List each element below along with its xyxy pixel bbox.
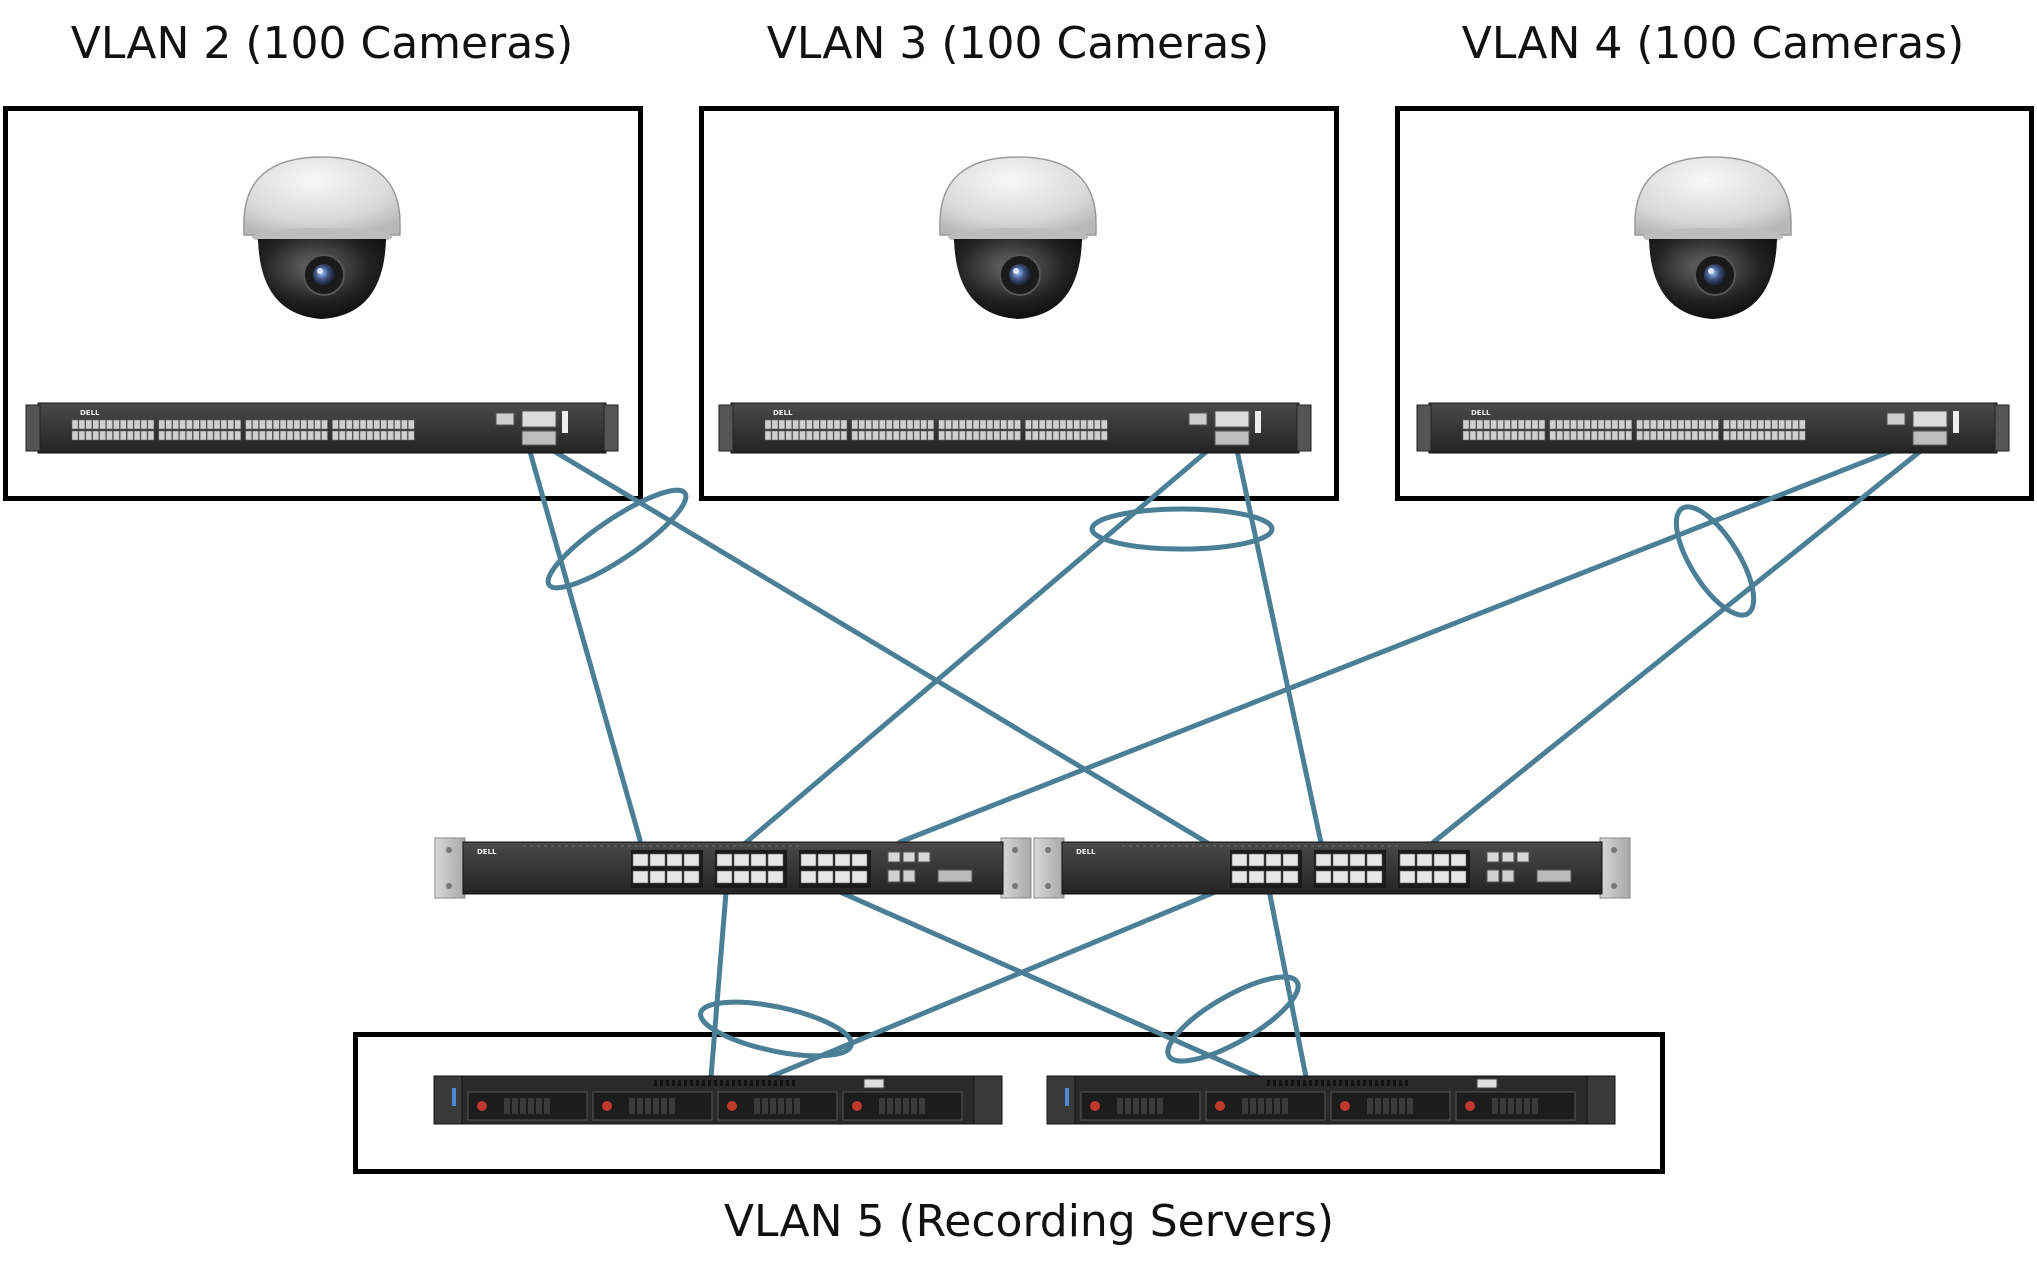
link-vlan2-core1: [524, 438, 643, 843]
link-vlan4-core1: [897, 438, 1920, 845]
vlan3-title: VLAN 3 (100 Cameras): [766, 18, 1270, 69]
vlan4-title: VLAN 4 (100 Cameras): [1461, 18, 1965, 69]
switch-vlan4: DELL: [1416, 402, 2010, 454]
core-switch-2: DELL: [1033, 837, 1631, 899]
link-vlan2-core2: [534, 438, 1224, 854]
camera-vlan3: [939, 156, 1097, 319]
dell-logo: DELL: [1076, 848, 1096, 856]
dell-logo: DELL: [1471, 409, 1491, 417]
lag-ring-server1: [698, 999, 854, 1059]
link-core1-server2: [810, 877, 1261, 1080]
switch-vlan2: DELL: [25, 402, 619, 454]
camera-vlan2: [243, 156, 401, 319]
lag-ring-vlan4: [1673, 504, 1757, 618]
core-switch-1: DELL: [434, 837, 1032, 899]
link-vlan3-core1: [740, 438, 1222, 848]
lag-ring-vlan3: [1089, 506, 1275, 552]
link-vlan3-core2: [1232, 438, 1326, 855]
dell-logo: DELL: [80, 409, 100, 417]
dell-logo: DELL: [477, 848, 497, 856]
dell-logo: DELL: [773, 409, 793, 417]
recording-server-2: [1046, 1075, 1616, 1125]
link-core2-server1: [767, 877, 1247, 1080]
vlan5-title: VLAN 5 (Recording Servers): [723, 1196, 1335, 1247]
links: [524, 438, 1936, 1080]
recording-server-1: [433, 1075, 1003, 1125]
vlan2-title: VLAN 2 (100 Cameras): [70, 18, 574, 69]
link-core1-server1: [708, 877, 730, 1080]
lag-ring-vlan2: [545, 487, 689, 591]
link-vlan4-core2: [1427, 438, 1936, 848]
switch-vlan3: DELL: [718, 402, 1312, 454]
camera-vlan4: [1634, 156, 1792, 319]
lag-ring-server2: [1165, 974, 1301, 1064]
